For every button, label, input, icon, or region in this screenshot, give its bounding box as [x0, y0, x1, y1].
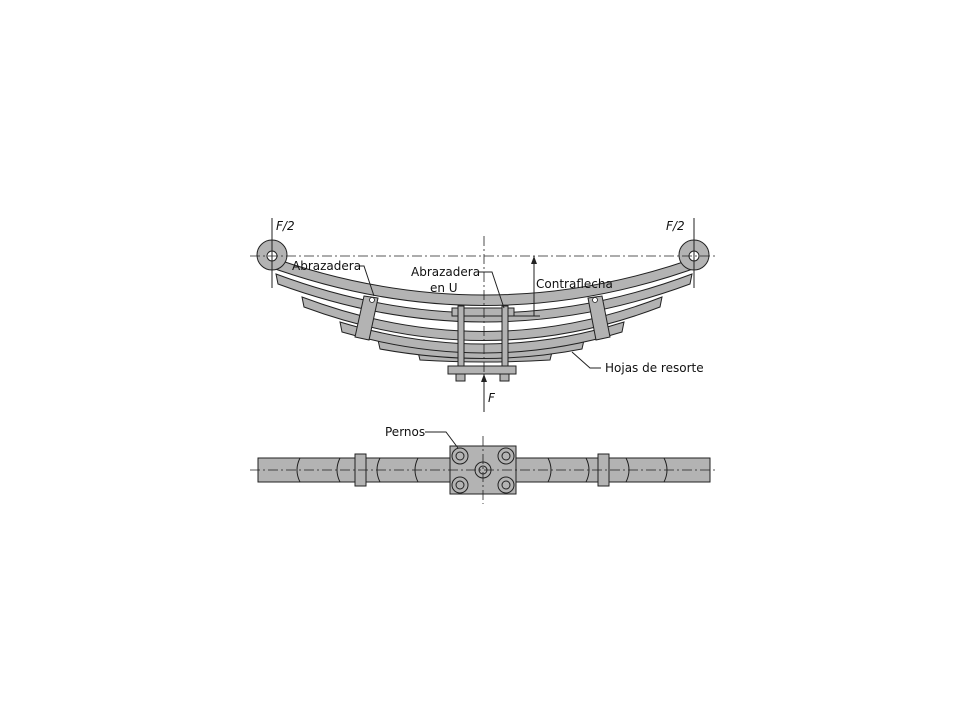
clamp-label: Abrazadera [292, 259, 361, 273]
u-clamp-label-line2: en U [430, 281, 458, 295]
u-clamp-label-line1: Abrazadera [411, 265, 480, 279]
force-half-right-label: F/2 [666, 219, 685, 233]
camber-label: Contraflecha [536, 277, 613, 291]
force-label: F [488, 391, 496, 405]
right-clamp [587, 295, 611, 341]
bolt-top-left [451, 447, 469, 465]
bolt-bottom-right [497, 476, 515, 494]
top-view [250, 431, 718, 504]
front-view [250, 218, 718, 412]
left-clamp [354, 295, 379, 341]
bolt-top-right [497, 447, 515, 465]
leaf-4 [339, 321, 625, 354]
spring-leaves-label: Hojas de resorte [605, 361, 704, 375]
force-half-left-label: F/2 [276, 219, 295, 233]
bolts-label: Pernos [385, 425, 425, 439]
u-bolt-assembly [447, 305, 517, 382]
leaf-3 [301, 296, 663, 341]
bolt-bottom-left [451, 476, 469, 494]
leaf-2 [275, 273, 693, 323]
